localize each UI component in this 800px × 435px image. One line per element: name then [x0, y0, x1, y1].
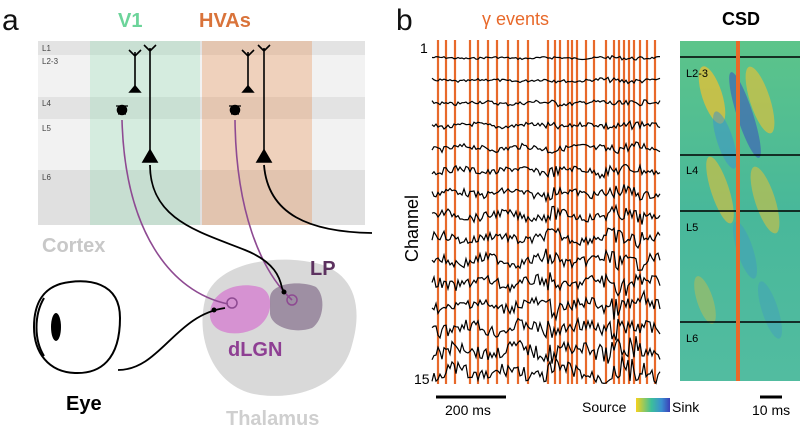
dlgn-label: dLGN [228, 339, 282, 361]
hvas-l23-pyramidal-neuron [241, 49, 255, 88]
dlgn-nucleus [209, 285, 271, 334]
csd-patch [758, 281, 782, 339]
v1-neurons [116, 44, 159, 163]
lfp-trace-channel [431, 99, 661, 108]
time-scalebar-label: 200 ms [445, 402, 491, 418]
csd-gamma-event-marker [736, 41, 740, 381]
hvas-l5-to-thalamus-projection [263, 164, 373, 234]
lfp-traces [431, 54, 661, 385]
v1-l23-soma [128, 84, 142, 93]
layer-band-l23 [38, 55, 365, 97]
csd-patch [745, 66, 775, 134]
csd-layer-label-l23: L2-3 [686, 68, 708, 80]
v1-l4-dendrites [116, 105, 128, 115]
lfp-trace-channel [431, 54, 660, 61]
cortex-layers [38, 41, 365, 225]
layer-band-l4 [38, 97, 365, 119]
lfp-trace-channel [431, 163, 661, 180]
hvas-label: HVAs [199, 10, 251, 32]
hvas-l4-stellate-neuron [229, 104, 241, 116]
lp-relay-neuron [286, 294, 298, 306]
projections [117, 119, 373, 371]
lfp-trace-channel [431, 184, 661, 204]
lp-nucleus [270, 283, 323, 331]
lfp-trace-channel [431, 289, 661, 322]
lp-label: LP [310, 258, 336, 280]
layer-label-l23: L2-3 [42, 57, 59, 66]
lfp-trace-channel [431, 203, 661, 225]
csd-layer-label-l6: L6 [686, 333, 698, 345]
channel-axis-label: Channel [402, 195, 422, 262]
colorbar-sink-label: Sink [672, 399, 700, 415]
channel-last-label: 15 [414, 371, 430, 387]
hvas-l4-dendrites [229, 105, 241, 115]
retina-terminal-dot [211, 307, 217, 313]
csd-patch [698, 66, 726, 124]
layer-label-l5: L5 [42, 124, 51, 133]
csd-heatmap: L2-3 L4 L5 L6 [680, 41, 800, 381]
layer-labels: L1 L2-3 L4 L5 L6 [42, 44, 59, 182]
v1-label: V1 [118, 10, 142, 32]
lfp-trace-channel [431, 272, 661, 297]
eye-globe [32, 280, 122, 375]
layer-label-l6: L6 [42, 173, 51, 182]
hvas-l23-soma [241, 84, 255, 93]
layer-label-l4: L4 [42, 99, 51, 108]
dlgn-to-v1-l4-projection [121, 119, 229, 305]
v1-l5-soma [141, 148, 159, 163]
v1-l23-pyramidal-neuron [128, 49, 142, 88]
lp-to-hvas-l4-projection [234, 119, 293, 301]
panel-b: b γ events Channel 1 15 200 ms CSD L2-3 … [396, 4, 800, 418]
eye-label: Eye [66, 393, 102, 415]
thalamus-label: Thalamus [226, 408, 319, 430]
csd-patch [694, 276, 716, 324]
panel-a: a V1 HVAs L1 L2-3 L4 L5 L6 [2, 4, 373, 430]
eye-icon [32, 280, 122, 375]
dlgn-relay-neuron [226, 297, 238, 309]
layer-label-l1: L1 [42, 44, 51, 53]
v1-column [90, 41, 200, 225]
lfp-trace-channel [431, 316, 661, 341]
panel-a-label: a [2, 4, 19, 37]
cortex-label: Cortex [42, 235, 105, 257]
hvas-column [202, 41, 312, 225]
axon-terminal-dot [281, 289, 287, 295]
lfp-trace-channel [431, 119, 661, 131]
csd-patch [706, 156, 734, 224]
lfp-trace-channel [431, 336, 661, 364]
colorbar-source-label: Source [582, 399, 627, 415]
lfp-trace-channel [431, 248, 661, 272]
v1-l5-to-thalamus-projection [149, 164, 283, 289]
hvas-l5-soma [255, 148, 273, 163]
panel-b-label: b [396, 4, 413, 37]
gamma-events-label: γ events [482, 9, 549, 29]
v1-l5-pyramidal-neuron [143, 44, 157, 150]
csd-title: CSD [722, 9, 760, 29]
retina-to-dlgn-projection [117, 307, 226, 371]
layer-band-l1 [38, 41, 365, 55]
lfp-trace-channel [431, 141, 661, 155]
layer-band-l5 [38, 119, 365, 170]
csd-patch [750, 166, 780, 234]
hvas-neurons [229, 44, 273, 163]
channel-first-label: 1 [420, 40, 428, 56]
csd-layer-label-l4: L4 [686, 165, 698, 177]
csd-layer-label-l5: L5 [686, 222, 698, 234]
lfp-trace-channel [431, 356, 661, 385]
layer-band-l6 [38, 170, 365, 225]
hvas-l5-pyramidal-neuron [257, 44, 271, 150]
csd-colorbar [636, 398, 670, 412]
eye-pupil [51, 313, 61, 341]
csd-scalebar-label: 10 ms [752, 402, 790, 418]
eye-lens [35, 297, 45, 357]
lfp-trace-channel [431, 227, 661, 250]
lfp-trace-channel [431, 76, 661, 85]
v1-l4-stellate-neuron [116, 104, 128, 116]
